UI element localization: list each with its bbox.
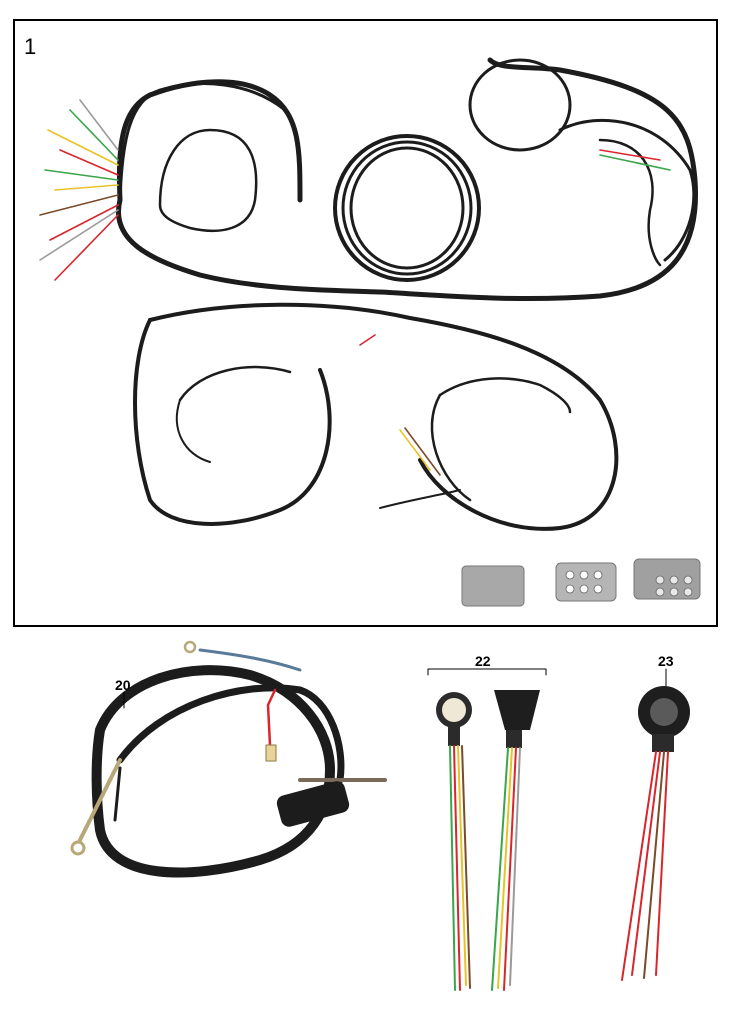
connector-block-icon: [461, 558, 701, 607]
callout-20: 20: [115, 677, 131, 693]
callout-22: 22: [475, 653, 491, 669]
callout-23: 23: [658, 653, 674, 669]
socket-22-icon: [427, 668, 547, 991]
wire-bundle-icon: [39, 99, 119, 281]
socket-23-icon: [621, 668, 690, 981]
harness-20-icon: [70, 640, 387, 878]
main-harness-icon: [116, 57, 699, 531]
callout-1: 1: [24, 34, 37, 59]
